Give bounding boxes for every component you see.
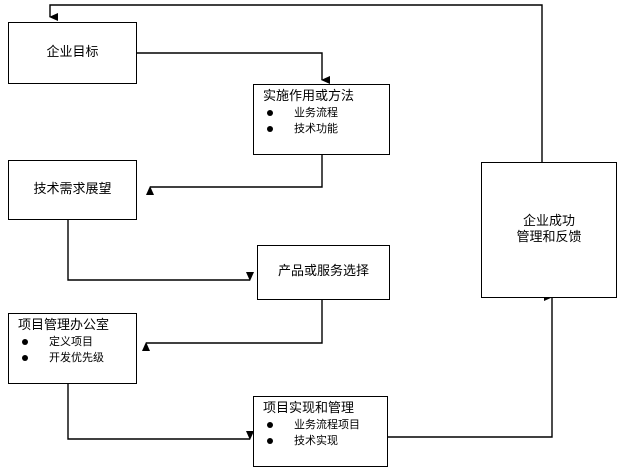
- node-enterprise-success[interactable]: 企业成功 管理和反馈: [481, 162, 617, 298]
- node-project-impl-mgmt-label: 项目实现和管理: [263, 401, 355, 416]
- edge-outlook-to-product: [67, 220, 254, 281]
- list-item: 技术实现: [263, 433, 387, 449]
- node-tech-demand-outlook-label: 技术需求展望: [33, 181, 112, 197]
- node-product-service-choice[interactable]: 产品或服务选择: [257, 245, 390, 300]
- list-item: 定义项目: [18, 334, 136, 350]
- list-item: 业务流程: [263, 105, 389, 121]
- node-enterprise-goal-label: 企业目标: [46, 44, 99, 60]
- node-implementation-method-bullets: 业务流程 技术功能: [254, 105, 389, 137]
- node-tech-demand-outlook[interactable]: 技术需求展望: [8, 160, 137, 220]
- list-item: 开发优先级: [18, 350, 136, 366]
- node-enterprise-goal[interactable]: 企业目标: [8, 22, 137, 84]
- list-item: 业务流程项目: [263, 417, 387, 433]
- edge-method-to-outlook: [146, 155, 323, 195]
- edge-goal-to-method: [137, 52, 330, 84]
- node-pmo-bullets: 定义项目 开发优先级: [9, 334, 136, 366]
- node-pmo[interactable]: 项目管理办公室 定义项目 开发优先级: [8, 313, 137, 384]
- node-implementation-method-label: 实施作用或方法: [263, 89, 355, 104]
- node-project-impl-mgmt[interactable]: 项目实现和管理 业务流程项目 技术实现: [253, 396, 388, 467]
- node-enterprise-success-label-line2: 管理和反馈: [516, 230, 582, 245]
- node-implementation-method[interactable]: 实施作用或方法 业务流程 技术功能: [253, 84, 390, 155]
- edge-success-to-goal: [49, 4, 543, 162]
- edge-pmo-to-impl: [67, 384, 254, 440]
- edge-product-to-pmo: [142, 300, 323, 351]
- list-item: 技术功能: [263, 121, 389, 137]
- edge-impl-to-success: [388, 293, 553, 438]
- node-enterprise-success-label-line1: 企业成功: [522, 213, 575, 229]
- node-product-service-choice-label: 产品或服务选择: [277, 264, 369, 280]
- node-pmo-label: 项目管理办公室: [18, 318, 110, 333]
- node-project-impl-mgmt-bullets: 业务流程项目 技术实现: [254, 417, 387, 449]
